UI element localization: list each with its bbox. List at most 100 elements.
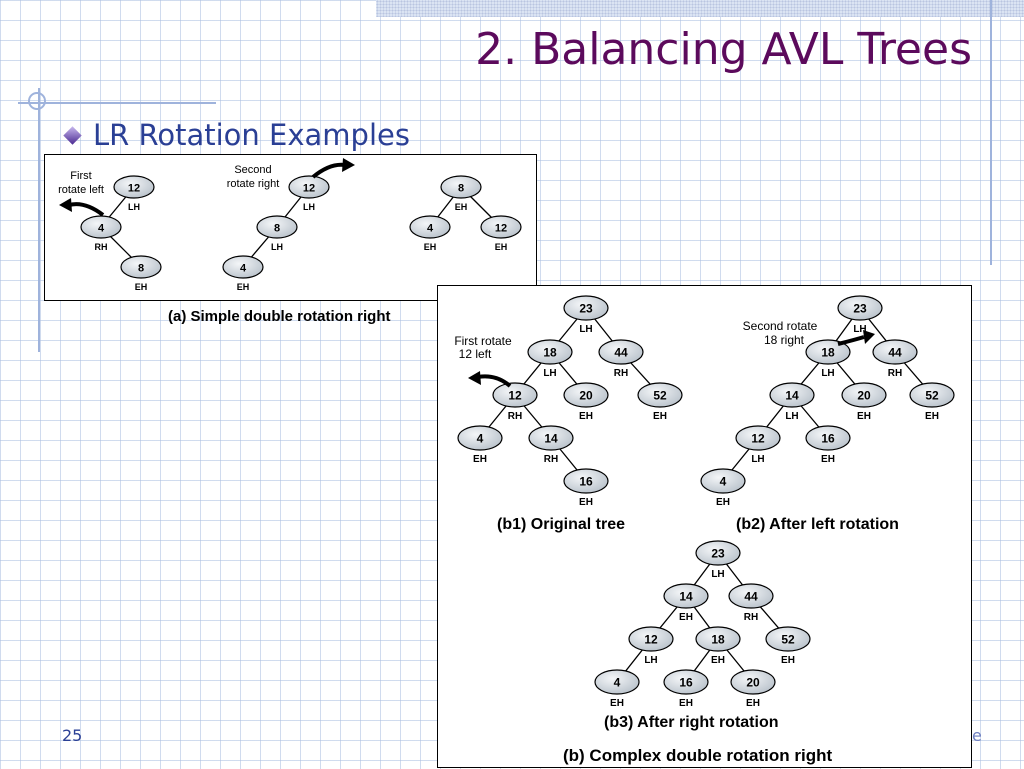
tree-b1-node-14-label: 14	[544, 432, 558, 446]
tree-b1-node-4-label: 4	[477, 432, 484, 446]
tree-b1-node-12-balance: RH	[508, 411, 522, 422]
rotate-left-arrow-b-head	[468, 371, 481, 385]
tree-b1-node-52-balance: EH	[653, 411, 667, 422]
tree-b1-node-16-label: 16	[579, 475, 593, 489]
tree-a1-node-8-balance: EH	[135, 282, 148, 292]
tree-b2-node-4-label: 4	[720, 475, 727, 489]
tree-b3-node-4	[594, 669, 640, 695]
tree-b1-node-20	[563, 382, 609, 408]
annotation-first-rotate-12-left-line-0: First rotate	[454, 334, 512, 348]
tree-a1-node-12-label: 12	[128, 183, 140, 195]
bullet-item: LR Rotation Examples	[62, 118, 410, 152]
tree-b3-node-16-balance: EH	[679, 698, 693, 709]
slide-title: 2. Balancing AVL Trees	[475, 24, 972, 75]
rotate-left-arrow-a-shaft	[68, 202, 105, 217]
tree-b2-node-20	[841, 382, 887, 408]
bullet-text: LR Rotation Examples	[93, 118, 410, 152]
footer-fragment: e	[972, 726, 982, 745]
rotate-left-arrow-b-shaft	[477, 374, 512, 388]
tree-b3-node-23-balance: LH	[711, 569, 724, 580]
tree-b3-node-44-label: 44	[744, 590, 758, 604]
tree-b3-node-20	[730, 669, 776, 695]
figure-a-diagram: 12LH4RH8EH12LH8LH4EH8EH4EH12EHFirstrotat…	[58, 158, 522, 292]
tree-b3-node-18	[695, 626, 741, 652]
tree-b3-caption: (b3) After right rotation	[604, 714, 779, 731]
tree-b1-node-44	[598, 339, 644, 365]
tree-a2-node-12-balance: LH	[303, 202, 315, 212]
tree-b2-node-23	[837, 295, 883, 321]
tree-b2-node-14-balance: LH	[785, 411, 798, 422]
tree-b1-node-4	[457, 425, 503, 451]
tree-b3-node-52-balance: EH	[781, 655, 795, 666]
rotate-right-arrow-b-head	[863, 330, 875, 344]
tree-a2-node-8-label: 8	[274, 223, 280, 235]
tree-b2-node-52-label: 52	[925, 389, 939, 403]
tree-b3-node-52-label: 52	[781, 633, 795, 647]
tree-b3-node-44	[728, 583, 774, 609]
tree-b1-caption: (b1) Original tree	[497, 516, 625, 533]
tree-a3-node-8-balance: EH	[455, 202, 468, 212]
tree-b1-node-20-balance: EH	[579, 411, 593, 422]
rotate-right-arrow-a-head	[342, 158, 355, 172]
tree-a3-node-4-label: 4	[427, 223, 434, 235]
tree-b3-node-44-balance: RH	[744, 612, 758, 623]
tree-b1-node-44-balance: RH	[614, 368, 628, 379]
annotation-first-rotate-12-left-line-1: 12 left	[459, 347, 492, 361]
tree-b2-node-14-label: 14	[785, 389, 799, 403]
tree-b2-node-4-balance: EH	[716, 497, 730, 508]
tree-b2-node-18-balance: LH	[821, 368, 834, 379]
tree-b3-node-16-label: 16	[679, 676, 693, 690]
tree-b2-node-12	[735, 425, 781, 451]
tree-a3-node-12	[480, 215, 522, 239]
tree-a3-node-12-balance: EH	[495, 242, 508, 252]
tree-a3-node-8	[440, 175, 482, 199]
tree-b3-node-18-balance: EH	[711, 655, 725, 666]
header-decor-band	[376, 0, 1024, 17]
tree-b1-node-4-balance: EH	[473, 454, 487, 465]
tree-b2-node-18	[805, 339, 851, 365]
tree-a2-node-8-balance: LH	[271, 242, 283, 252]
decor-vertical-line-left	[38, 88, 40, 352]
tree-a1-node-4-balance: RH	[95, 242, 108, 252]
tree-b1-node-18	[527, 339, 573, 365]
decor-vertical-line-right	[990, 0, 992, 265]
decor-horizontal-line-left	[18, 102, 216, 104]
tree-b2-node-16	[805, 425, 851, 451]
tree-b2-node-12-label: 12	[751, 432, 765, 446]
tree-b1-node-12-label: 12	[508, 389, 522, 403]
tree-a3-node-4-balance: EH	[424, 242, 437, 252]
annotation-second-rotate-right-line-0: Second	[234, 164, 271, 176]
tree-b2-node-4	[700, 468, 746, 494]
tree-b3-node-14-label: 14	[679, 590, 693, 604]
page-number: 25	[62, 726, 83, 745]
tree-b3-node-12-balance: LH	[644, 655, 657, 666]
figure-a-caption: (a) Simple double rotation right	[168, 308, 391, 325]
tree-b1-node-23-label: 23	[579, 302, 593, 316]
tree-a1-node-12	[113, 175, 155, 199]
tree-b3-node-14	[663, 583, 709, 609]
tree-b1-node-18-label: 18	[543, 346, 557, 360]
tree-a1-node-8-label: 8	[138, 263, 144, 275]
tree-b3-node-20-balance: EH	[746, 698, 760, 709]
tree-b1-node-12	[492, 382, 538, 408]
tree-b1-node-20-label: 20	[579, 389, 593, 403]
tree-b1-node-14	[528, 425, 574, 451]
tree-b3-node-18-label: 18	[711, 633, 725, 647]
tree-b3-node-52	[765, 626, 811, 652]
crosshair-icon	[28, 92, 46, 110]
tree-b2-node-52	[909, 382, 955, 408]
rotate-right-arrow-a-shaft	[311, 162, 346, 179]
tree-a2-node-8	[256, 215, 298, 239]
tree-b2-caption: (b2) After left rotation	[736, 516, 899, 533]
tree-a3-node-4	[409, 215, 451, 239]
tree-b2-node-18-label: 18	[821, 346, 835, 360]
tree-b3-node-4-balance: EH	[610, 698, 624, 709]
annotation-second-rotate-18-right-line-1: 18 right	[764, 333, 805, 347]
tree-a1-node-8	[120, 255, 162, 279]
tree-b2-node-52-balance: EH	[925, 411, 939, 422]
diamond-bullet-icon	[63, 125, 82, 145]
tree-b2-node-44-balance: RH	[888, 368, 902, 379]
tree-b3-node-12-label: 12	[644, 633, 658, 647]
tree-b1-node-23	[563, 295, 609, 321]
